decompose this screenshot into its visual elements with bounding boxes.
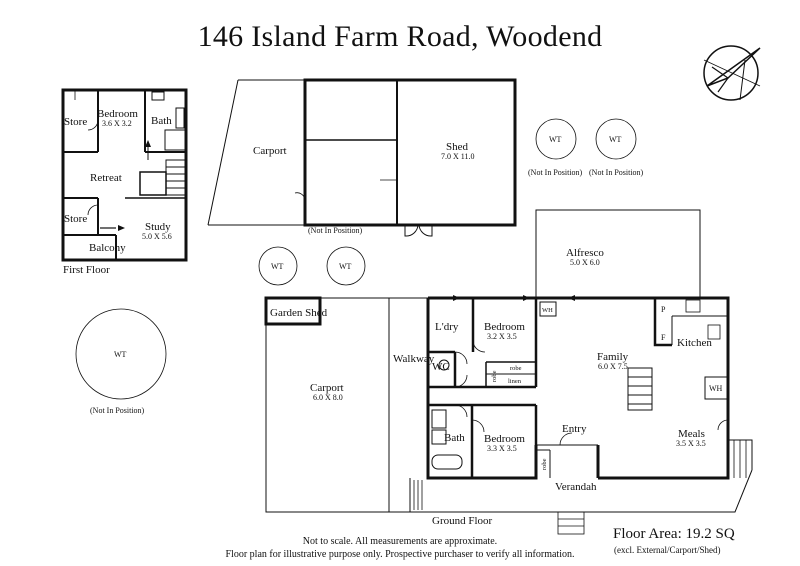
label-meals: Meals — [678, 428, 705, 440]
label-bedroom-ff: Bedroom — [97, 108, 138, 120]
ground-floor-plan — [118, 140, 753, 535]
label-walkway: Walkway — [393, 353, 435, 365]
label-store-1: Store — [64, 116, 87, 128]
label-wt-5: WT — [114, 350, 127, 359]
label-alfresco: Alfresco — [566, 247, 604, 259]
label-wh-bedroom: WH — [542, 307, 553, 314]
floor-area-note: (excl. External/Carport/Shed) — [614, 545, 721, 555]
label-wt-2-not-in-position: (Not In Position) — [589, 168, 644, 177]
label-alfresco-dim: 5.0 X 6.0 — [570, 258, 600, 267]
first-floor-plan — [61, 88, 188, 262]
label-wh-kitchen: WH — [709, 384, 723, 393]
label-wt-4: WT — [339, 262, 352, 271]
label-balcony: Balcony — [89, 242, 126, 254]
label-verandah: Verandah — [555, 481, 597, 493]
label-wt-5-not-in-position: (Not In Position) — [90, 406, 145, 415]
label-wt-2: WT — [609, 135, 622, 144]
disclaimer-line-2: Floor plan for illustrative purpose only… — [225, 549, 575, 560]
label-carport-main-dim: 6.0 X 8.0 — [313, 393, 343, 402]
label-meals-dim: 3.5 X 3.5 — [676, 439, 706, 448]
label-robe-2: robe — [491, 370, 498, 382]
label-bedroom-g1-dim: 3.2 X 3.5 — [487, 332, 517, 341]
label-study: Study — [145, 221, 171, 233]
disclaimer-line-1: Not to scale. All measurements are appro… — [302, 536, 498, 547]
shed-carport-plan — [207, 78, 517, 237]
label-shed-not-in-position: (Not In Position) — [308, 226, 363, 235]
label-bedroom-g2: Bedroom — [484, 433, 525, 445]
label-robe-1: robe — [510, 365, 522, 372]
water-tanks — [75, 118, 637, 400]
label-family: Family — [597, 351, 629, 363]
label-store-2: Store — [64, 213, 87, 225]
label-ldry: L'dry — [435, 321, 459, 333]
label-carport-main: Carport — [310, 382, 344, 394]
label-ground-floor: Ground Floor — [432, 515, 493, 527]
label-wt-1: WT — [549, 135, 562, 144]
label-entry: Entry — [562, 423, 587, 435]
label-bedroom-ff-dim: 3.6 X 3.2 — [102, 119, 132, 128]
label-linen: linen — [508, 378, 522, 385]
floor-area: Floor Area: 19.2 SQ — [613, 526, 735, 542]
label-wt-3: WT — [271, 262, 284, 271]
label-wt-1-not-in-position: (Not In Position) — [528, 168, 583, 177]
label-bedroom-g1: Bedroom — [484, 321, 525, 333]
label-robe-3: robe — [541, 458, 548, 470]
compass-icon — [703, 45, 761, 101]
label-pantry: P — [661, 305, 666, 314]
label-retreat: Retreat — [90, 172, 122, 184]
label-garden-shed: Garden Shed — [270, 307, 328, 319]
label-shed-dim: 7.0 X 11.0 — [441, 152, 474, 161]
page-title: 146 Island Farm Road, Woodend — [197, 20, 603, 53]
label-shed: Shed — [446, 141, 469, 153]
label-bedroom-g2-dim: 3.3 X 3.5 — [487, 444, 517, 453]
label-first-floor: First Floor — [63, 264, 110, 276]
label-wc: WC — [432, 361, 450, 373]
label-bath-ff: Bath — [151, 115, 172, 127]
label-family-dim: 6.0 X 7.5 — [598, 362, 628, 371]
label-carport-top: Carport — [253, 145, 287, 157]
label-bath-g: Bath — [444, 432, 465, 444]
label-fridge: F — [661, 333, 666, 342]
label-study-dim: 5.0 X 5.6 — [142, 232, 172, 241]
label-kitchen: Kitchen — [677, 337, 712, 349]
